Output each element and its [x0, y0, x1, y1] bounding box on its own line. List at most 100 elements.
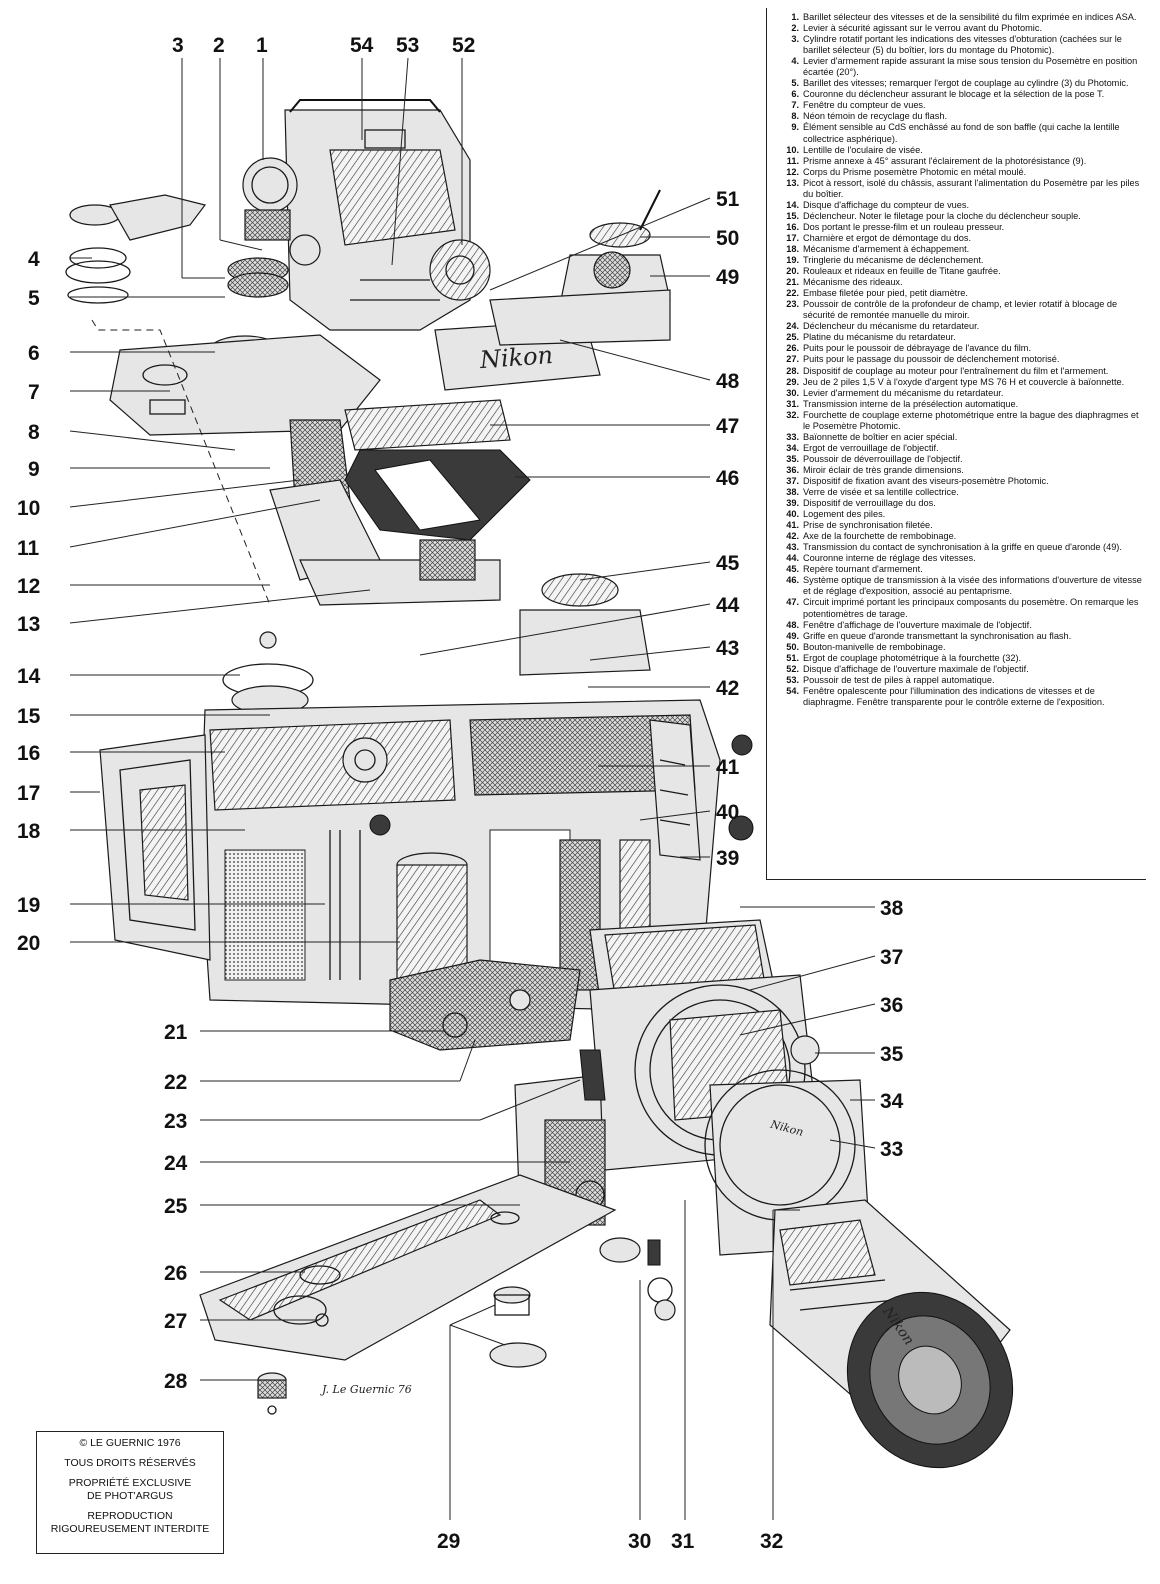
- callout-9: 9: [28, 458, 40, 481]
- callout-30: 30: [628, 1530, 651, 1553]
- legend-item-text: Charnière et ergot de démontage du dos.: [803, 232, 972, 243]
- legend-item-number: 26.: [786, 343, 799, 354]
- callout-27: 27: [164, 1310, 187, 1333]
- legend-item: 33.Baïonnette de boîtier en acier spécia…: [777, 432, 1146, 443]
- legend-item-text: Platine du mécanisme du retardateur.: [803, 332, 956, 343]
- legend-item-number: 8.: [791, 111, 799, 122]
- callout-19: 19: [17, 894, 40, 917]
- legend-item-text: Poussoir de contrôle de la profondeur de…: [803, 299, 1118, 321]
- callout-5: 5: [28, 287, 40, 310]
- callout-6: 6: [28, 342, 40, 365]
- callout-11: 11: [17, 537, 40, 560]
- back-lock: [649, 719, 754, 861]
- legend-item-number: 16.: [786, 221, 799, 232]
- legend-item: 11.Prisme annexe à 45° assurant l'éclair…: [777, 156, 1146, 167]
- legend-item: 52.Disque d'affichage de l'ouverture max…: [777, 664, 1146, 675]
- legend-item: 29.Jeu de 2 piles 1,5 V à l'oxyde d'arge…: [777, 377, 1146, 388]
- callout-28: 28: [164, 1370, 188, 1393]
- legend-item: 39.Dispositif de verrouillage du dos.: [777, 498, 1146, 509]
- legend-item-text: Poussoir de déverrouillage de l'objectif…: [803, 453, 963, 464]
- legend-item-text: Axe de la fourchette de rembobinage.: [803, 531, 957, 542]
- legend-item: 17. Charnière et ergot de démontage du do…: [777, 233, 1146, 244]
- callout-15: 15: [17, 705, 41, 728]
- back-door: [99, 734, 211, 961]
- legend-item: 7. Fenêtre du compteur de vues.: [777, 100, 1146, 111]
- legend-item-text: Tringlerie du mécanisme de déclenchement…: [803, 255, 984, 266]
- callout-32: 32: [760, 1530, 783, 1553]
- legend-item-text: Mécanisme d'armement à échappement.: [803, 243, 970, 254]
- photomic-finder: [242, 99, 491, 331]
- legend-item: 8.Néon témoin de recyclage du flash.: [777, 111, 1146, 122]
- callout-2: 2: [213, 34, 225, 57]
- legend-item-number: 7.: [791, 100, 799, 111]
- callout-52: 52: [452, 34, 475, 57]
- callout-13: 13: [17, 613, 40, 636]
- legend-item: 28.Dispositif de couplage au moteur pour…: [777, 366, 1146, 377]
- ownership-line: PROPRIÉTÉ EXCLUSIVE DE PHOT'ARGUS: [68, 1477, 192, 1502]
- legend-item-text: Corps du Prisme posemètre Photomic en mé…: [803, 166, 1027, 177]
- legend-item: 50.Bouton-manivelle de rembobinage.: [777, 642, 1146, 653]
- legend-item-text: Levier d'armement du mécanisme du retard…: [803, 387, 1004, 398]
- legend-item: 36.Miroir éclair de très grande dimensio…: [777, 465, 1146, 476]
- legend-item-number: 24.: [786, 321, 799, 332]
- callout-40: 40: [716, 801, 739, 824]
- legend-item: 6.Couronne du déclencheur assurant le bl…: [777, 89, 1146, 100]
- legend-item-number: 54.: [786, 685, 799, 696]
- legend-item-number: 51.: [786, 652, 799, 663]
- callout-41: 41: [716, 756, 740, 779]
- legend-item: 23.Poussoir de contrôle de la profondeur…: [777, 299, 1146, 321]
- legend-item-text: Repère tournant d'armement.: [803, 564, 923, 575]
- callout-47: 47: [716, 415, 739, 438]
- legend-item-number: 9.: [791, 122, 799, 133]
- callout-36: 36: [880, 994, 903, 1017]
- callout-10: 10: [17, 497, 40, 520]
- legend-item-text: Mécanisme des rideaux.: [803, 277, 903, 288]
- legend-item-number: 13.: [786, 177, 799, 188]
- callout-53: 53: [396, 34, 419, 57]
- legend-item: 2. Levier à sécurité agissant sur le verr…: [777, 23, 1146, 34]
- legend-item-text: Logement des piles.: [803, 509, 886, 520]
- legend-item-text: Système optique de transmission à la vis…: [803, 575, 1142, 597]
- legend-item-text: Puits pour le poussoir de débrayage de l…: [803, 343, 1032, 354]
- legend-item: 19.Tringlerie du mécanisme de déclenchem…: [777, 255, 1146, 266]
- legend-item-text: Ergot de verrouillage de l'objectif.: [803, 442, 939, 453]
- legend-item-number: 20.: [786, 266, 799, 277]
- legend-item-number: 4.: [791, 56, 799, 67]
- legend-item: 24. Déclencheur du mécanisme du retardate…: [777, 321, 1146, 332]
- legend-item-number: 17.: [786, 232, 799, 243]
- legend-item-number: 2.: [791, 23, 799, 34]
- legend-item-text: Levier d'armement rapide assurant la mis…: [803, 56, 1138, 78]
- callout-43: 43: [716, 637, 739, 660]
- legend-item-number: 15.: [786, 210, 799, 221]
- legend-item: 15.Déclencheur. Noter le filetage pour l…: [777, 211, 1146, 222]
- legend-item-text: Poussoir de test de piles à rappel autom…: [803, 674, 995, 685]
- legend-item-number: 31.: [786, 398, 799, 409]
- legend-item: 25.Platine du mécanisme du retardateur.: [777, 332, 1146, 343]
- body-top-mechanisms: [222, 573, 651, 715]
- legend-item-number: 49.: [786, 630, 799, 641]
- legend-item-text: Levier à sécurité agissant sur le verrou…: [803, 23, 1042, 34]
- legend-item-text: Déclencheur du mécanisme du retardateur.: [803, 321, 980, 332]
- callout-23: 23: [164, 1110, 187, 1133]
- callout-54: 54: [350, 34, 374, 57]
- legend-item-text: Fenêtre du compteur de vues.: [803, 100, 926, 111]
- callout-3: 3: [172, 34, 184, 57]
- base-plate: [199, 1174, 617, 1361]
- legend-item-text: Fenêtre d'affichage de l'ouverture maxim…: [803, 619, 1032, 630]
- legend-item-number: 27.: [786, 354, 799, 365]
- legend-item-text: Fenêtre opalescente pour l'illumination …: [803, 685, 1105, 707]
- legend-item-text: Baïonnette de boîtier en acier spécial.: [803, 431, 958, 442]
- legend-item-text: Barillet des vitesses; remarquer l'ergot…: [803, 78, 1129, 89]
- legend-item: 21.Mécanisme des rideaux.: [777, 277, 1146, 288]
- callout-49: 49: [716, 266, 739, 289]
- legend-item-number: 36.: [786, 464, 799, 475]
- legend-item-text: Disque d'affichage du compteur de vues.: [803, 199, 970, 210]
- legend-item: 20.Rouleaux et rideaux en feuille de Tit…: [777, 266, 1146, 277]
- legend-item: 4. Levier d'armement rapide assurant la m…: [777, 56, 1146, 78]
- callout-4: 4: [28, 248, 40, 271]
- legend-item-number: 28.: [786, 365, 799, 376]
- legend-item-text: Dispositif de verrouillage du dos.: [803, 498, 936, 509]
- legend-item-number: 11.: [786, 155, 799, 166]
- legend-item: 53.Poussoir de test de piles à rappel au…: [777, 675, 1146, 686]
- legend-item: 46.Système optique de transmission à la …: [777, 575, 1146, 597]
